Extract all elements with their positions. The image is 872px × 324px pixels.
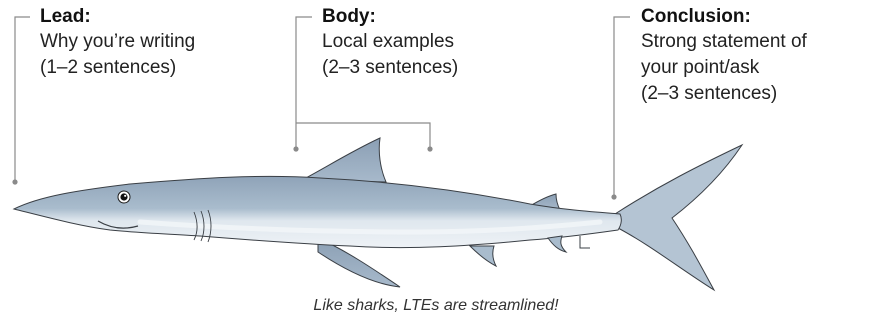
body-description: Local examples (2–3 sentences) [322, 29, 458, 81]
lead-connector [15, 17, 30, 180]
body-section: Body: Local examples (2–3 sentences) [322, 5, 458, 81]
body-line-1: Local examples [322, 29, 458, 55]
shark-pupil [120, 193, 127, 200]
conclusion-connector-dot [611, 194, 616, 199]
shark-eye-highlight [124, 195, 126, 197]
shark-anal-fin [548, 236, 566, 252]
conclusion-section: Conclusion: Strong statement of your poi… [641, 5, 807, 107]
shark-body [14, 176, 621, 247]
lead-connector-dot [12, 179, 17, 184]
conclusion-heading: Conclusion: [641, 5, 807, 29]
lead-line-1: Why you’re writing [40, 29, 195, 55]
shark-illustration [14, 138, 742, 290]
shark-tail-fin [615, 145, 742, 290]
lead-heading: Lead: [40, 5, 195, 29]
conclusion-line-2: your point/ask [641, 55, 807, 81]
body-line-2: (2–3 sentences) [322, 55, 458, 81]
conclusion-description: Strong statement of your point/ask (2–3 … [641, 29, 807, 107]
shark-clasper [580, 236, 590, 248]
shark-dorsal-fin [302, 138, 386, 182]
body-connector-dot-right [427, 146, 432, 151]
body-connector-dot-left [293, 146, 298, 151]
lead-line-2: (1–2 sentences) [40, 55, 195, 81]
conclusion-line-1: Strong statement of [641, 29, 807, 55]
body-heading: Body: [322, 5, 458, 29]
caption: Like sharks, LTEs are streamlined! [0, 297, 872, 315]
conclusion-line-3: (2–3 sentences) [641, 81, 807, 107]
shark-pelvic-fin [470, 246, 496, 266]
lead-description: Why you’re writing (1–2 sentences) [40, 29, 195, 81]
conclusion-connector [614, 17, 630, 195]
lead-section: Lead: Why you’re writing (1–2 sentences) [40, 5, 195, 81]
